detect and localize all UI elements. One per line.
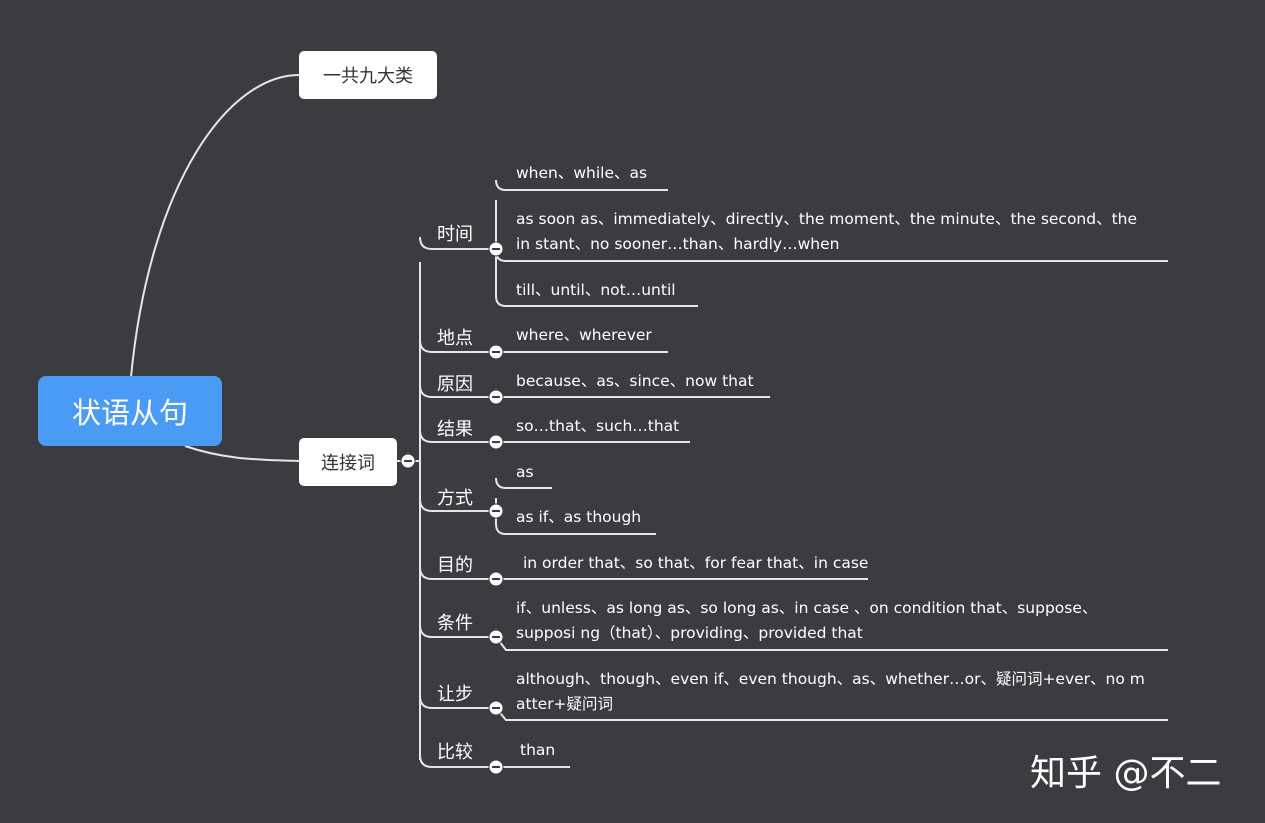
leaf-time-1[interactable]: when、while、as <box>516 164 648 182</box>
collapse-toggle-category[interactable] <box>488 344 504 360</box>
collapse-toggle-category[interactable] <box>488 389 504 405</box>
collapse-toggle-category[interactable] <box>488 571 504 587</box>
collapse-toggle-category[interactable] <box>488 434 504 450</box>
category-underline <box>419 236 496 250</box>
leaf-underline <box>495 477 552 489</box>
collapse-toggle-category[interactable] <box>488 759 504 775</box>
category-comparison[interactable]: 比较 <box>437 742 473 763</box>
collapse-toggle-category[interactable] <box>488 700 504 716</box>
leaf-underline <box>495 179 668 191</box>
category-underline <box>419 754 496 768</box>
leaf-underline <box>495 295 698 307</box>
category-concession[interactable]: 让步 <box>437 684 473 705</box>
category-underline <box>419 695 496 709</box>
category-place[interactable]: 地点 <box>437 328 473 349</box>
collapse-toggle-category[interactable] <box>488 241 504 257</box>
category-underline <box>419 339 496 353</box>
connector-root-conn <box>184 445 300 462</box>
leaf-manner-2[interactable]: as if、as though <box>516 508 642 526</box>
category-time[interactable]: 时间 <box>437 224 473 245</box>
leaf-condition-1[interactable]: if、unless、as long as、so long as、in case … <box>516 599 1098 642</box>
leaf-result-1[interactable]: so…that、such…that <box>516 417 680 435</box>
category-purpose[interactable]: 目的 <box>437 555 473 576</box>
collapse-toggle-category[interactable] <box>488 503 504 519</box>
category-underline <box>419 624 496 638</box>
category-underline <box>419 384 496 398</box>
category-result[interactable]: 结果 <box>437 419 473 440</box>
collapse-toggle-connector[interactable] <box>400 453 416 469</box>
category-count-node[interactable]: 一共九大类 <box>299 51 437 99</box>
leaf-time-3[interactable]: till、until、not…until <box>516 281 676 299</box>
leaf-underline <box>495 523 656 535</box>
connector-words-node[interactable]: 连接词 <box>299 438 397 486</box>
category-condition[interactable]: 条件 <box>437 613 473 634</box>
leaf-comparison-1[interactable]: than <box>520 741 556 759</box>
category-underline <box>419 566 496 580</box>
leaf-reason-1[interactable]: because、as、since、now that <box>516 372 754 390</box>
leaf-place-1[interactable]: where、wherever <box>516 326 652 344</box>
collapse-toggle-category[interactable] <box>488 629 504 645</box>
category-manner[interactable]: 方式 <box>437 488 473 509</box>
root-node[interactable]: 状语从句 <box>38 376 222 446</box>
category-underline <box>419 429 496 443</box>
category-reason[interactable]: 原因 <box>437 374 473 395</box>
watermark: 知乎 @不二 <box>1030 753 1222 794</box>
leaf-concession-1[interactable]: although、though、even if、even though、as、w… <box>516 670 1145 713</box>
category-underline <box>419 498 496 512</box>
leaf-time-2[interactable]: as soon as、immediately、directly、the mome… <box>516 210 1138 253</box>
leaf-manner-1[interactable]: as <box>516 463 534 481</box>
connector-root-top <box>130 74 300 378</box>
leaf-purpose-1[interactable]: in order that、so that、for fear that、in c… <box>523 554 869 572</box>
